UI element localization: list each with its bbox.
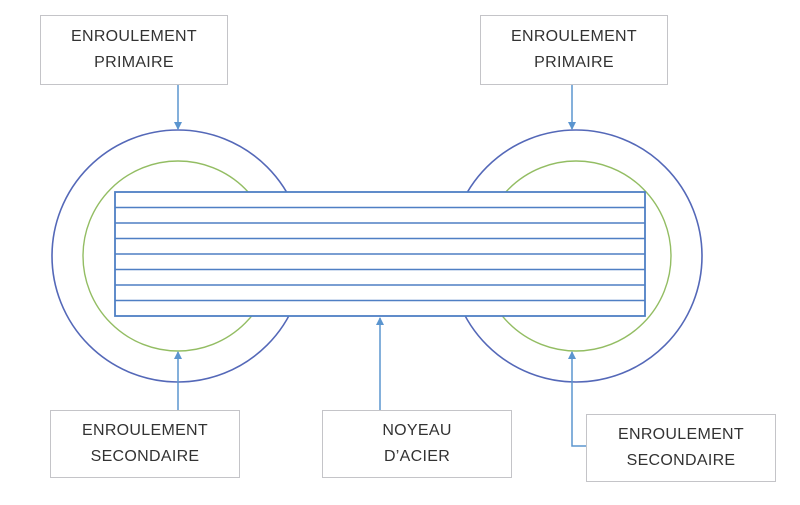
label-line: PRIMAIRE (94, 54, 174, 71)
arrow-secondary-right (568, 351, 586, 447)
label-line: ENROULEMENT (618, 426, 744, 443)
label-primary-winding-left: ENROULEMENT PRIMAIRE (40, 15, 228, 85)
label-line: PRIMAIRE (534, 54, 614, 71)
label-secondary-winding-left: ENROULEMENT SECONDAIRE (50, 410, 240, 478)
label-primary-winding-right: ENROULEMENT PRIMAIRE (480, 15, 668, 85)
label-line: SECONDAIRE (90, 448, 200, 465)
label-line: ENROULEMENT (511, 28, 637, 45)
label-line: SECONDAIRE (626, 452, 736, 469)
label-line: NOYEAU (382, 422, 452, 439)
label-line: ENROULEMENT (71, 28, 197, 45)
label-steel-core: NOYEAU D’ACIER (322, 410, 512, 478)
label-secondary-winding-right: ENROULEMENT SECONDAIRE (586, 414, 776, 482)
label-line: D’ACIER (383, 448, 451, 465)
steel-core (114, 191, 646, 317)
label-line: ENROULEMENT (82, 422, 208, 439)
